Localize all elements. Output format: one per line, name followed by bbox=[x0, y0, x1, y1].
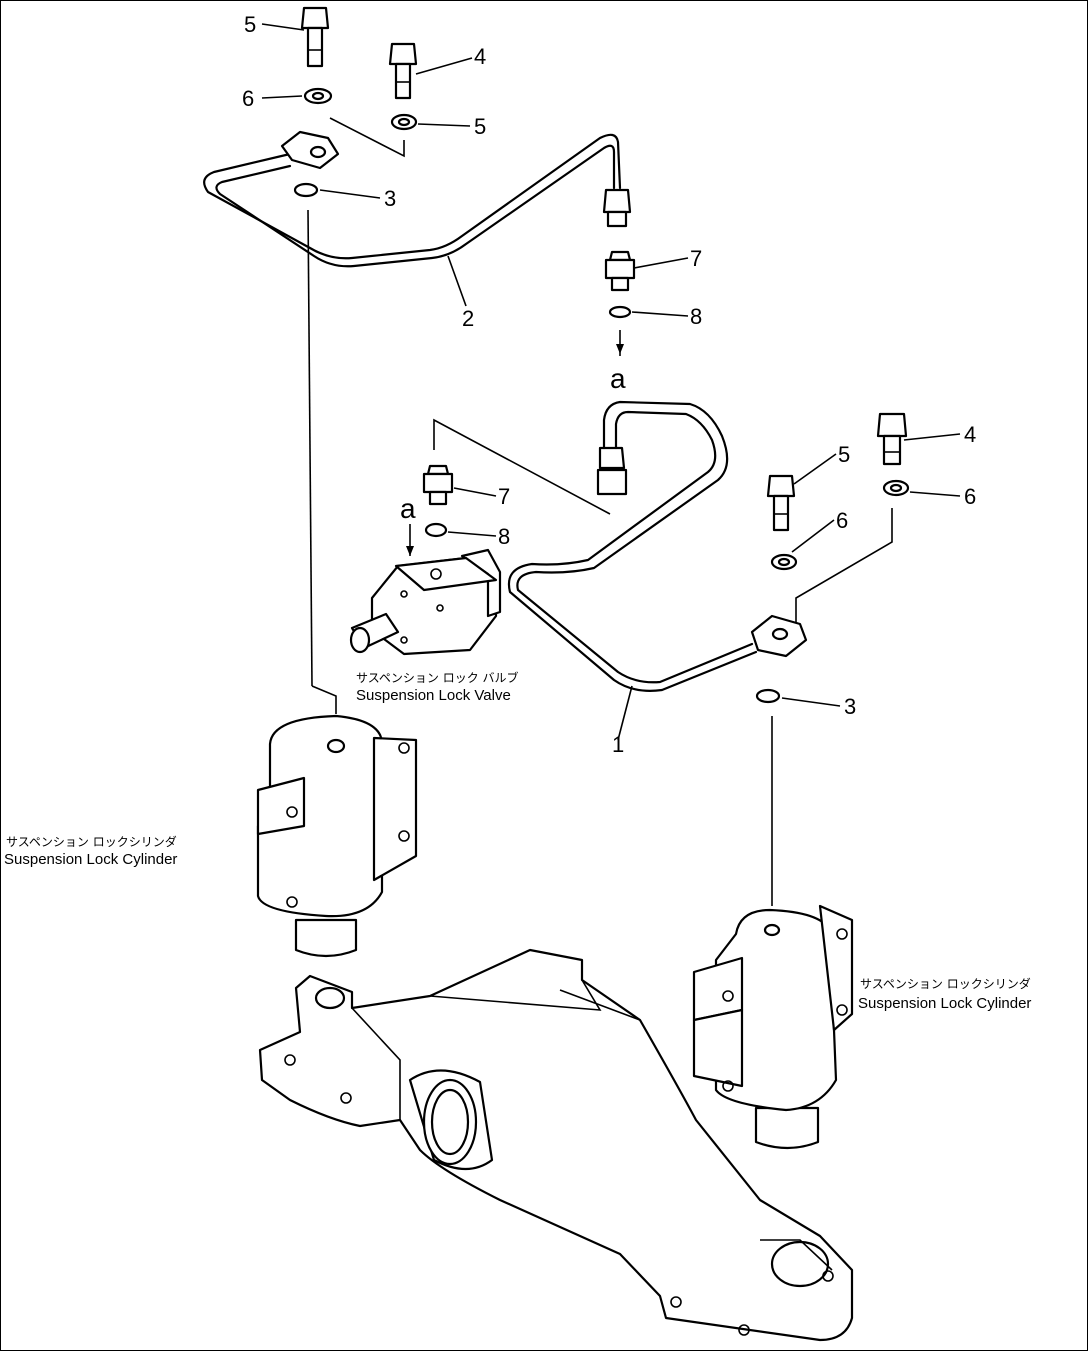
callout-4-right: 4 bbox=[964, 422, 976, 447]
bolt-5-top-left bbox=[300, 6, 330, 68]
callout-8-lower: 8 bbox=[498, 524, 510, 549]
callout-3-right: 3 bbox=[844, 694, 856, 719]
callout-7-lower: 7 bbox=[498, 484, 510, 509]
callout-3-left: 3 bbox=[384, 186, 396, 211]
washer-6-top-left bbox=[303, 87, 333, 105]
washer-6-right-mid bbox=[770, 553, 798, 571]
bolt-4-top bbox=[388, 42, 418, 100]
callout-5-mid: 5 bbox=[474, 114, 486, 139]
bolt-5-right bbox=[766, 474, 796, 532]
o-ring-3-right bbox=[755, 688, 781, 704]
suspension-lock-cylinder-right bbox=[692, 904, 854, 1150]
callout-a-upper: a bbox=[610, 363, 626, 394]
adapter-7-lower bbox=[422, 464, 454, 506]
assembly-line-right bbox=[795, 508, 893, 622]
cylinder-left-label-en: Suspension Lock Cylinder bbox=[4, 851, 177, 868]
bolt-4-right bbox=[876, 412, 908, 466]
callout-7-upper: 7 bbox=[690, 246, 702, 271]
callout-leaders bbox=[261, 23, 961, 741]
suspension-lock-cylinder-left bbox=[256, 714, 418, 958]
assembly-line-valve bbox=[433, 418, 611, 515]
o-ring-3-left bbox=[293, 182, 319, 198]
cylinder-right-label-jp: サスペンション ロックシリンダ bbox=[860, 976, 1031, 991]
valve-label-en: Suspension Lock Valve bbox=[356, 687, 511, 704]
washer-5-top bbox=[390, 113, 418, 131]
callout-5-top: 5 bbox=[244, 12, 256, 37]
callout-a-lower: a bbox=[400, 493, 416, 524]
callout-1: 1 bbox=[612, 732, 624, 757]
callout-5-right: 5 bbox=[838, 442, 850, 467]
callout-6-right-mid: 6 bbox=[836, 508, 848, 533]
callout-6-top: 6 bbox=[242, 86, 254, 111]
adapter-7-upper bbox=[604, 250, 636, 292]
o-ring-8-upper bbox=[608, 305, 632, 319]
callout-4-top: 4 bbox=[474, 44, 486, 69]
assembly-line-top bbox=[329, 117, 405, 158]
assembly-line-left-end bbox=[311, 685, 337, 714]
o-ring-8-lower bbox=[424, 522, 448, 538]
callout-6-right-top: 6 bbox=[964, 484, 976, 509]
callout-2: 2 bbox=[462, 306, 474, 331]
valve-label-jp: サスペンション ロック バルブ bbox=[356, 670, 519, 685]
washer-6-right-top bbox=[882, 479, 910, 497]
axle-bracket bbox=[258, 948, 854, 1342]
arrow-a-upper bbox=[616, 344, 624, 354]
arrow-a-lower bbox=[406, 546, 414, 556]
callout-8-upper: 8 bbox=[690, 304, 702, 329]
pipe-1 bbox=[507, 400, 808, 692]
pipe-2 bbox=[203, 130, 632, 268]
suspension-lock-valve bbox=[349, 548, 502, 656]
cylinder-right-label-en: Suspension Lock Cylinder bbox=[858, 995, 1031, 1012]
cylinder-left-label-jp: サスペンション ロックシリンダ bbox=[6, 834, 177, 849]
assembly-line-left bbox=[307, 209, 313, 687]
